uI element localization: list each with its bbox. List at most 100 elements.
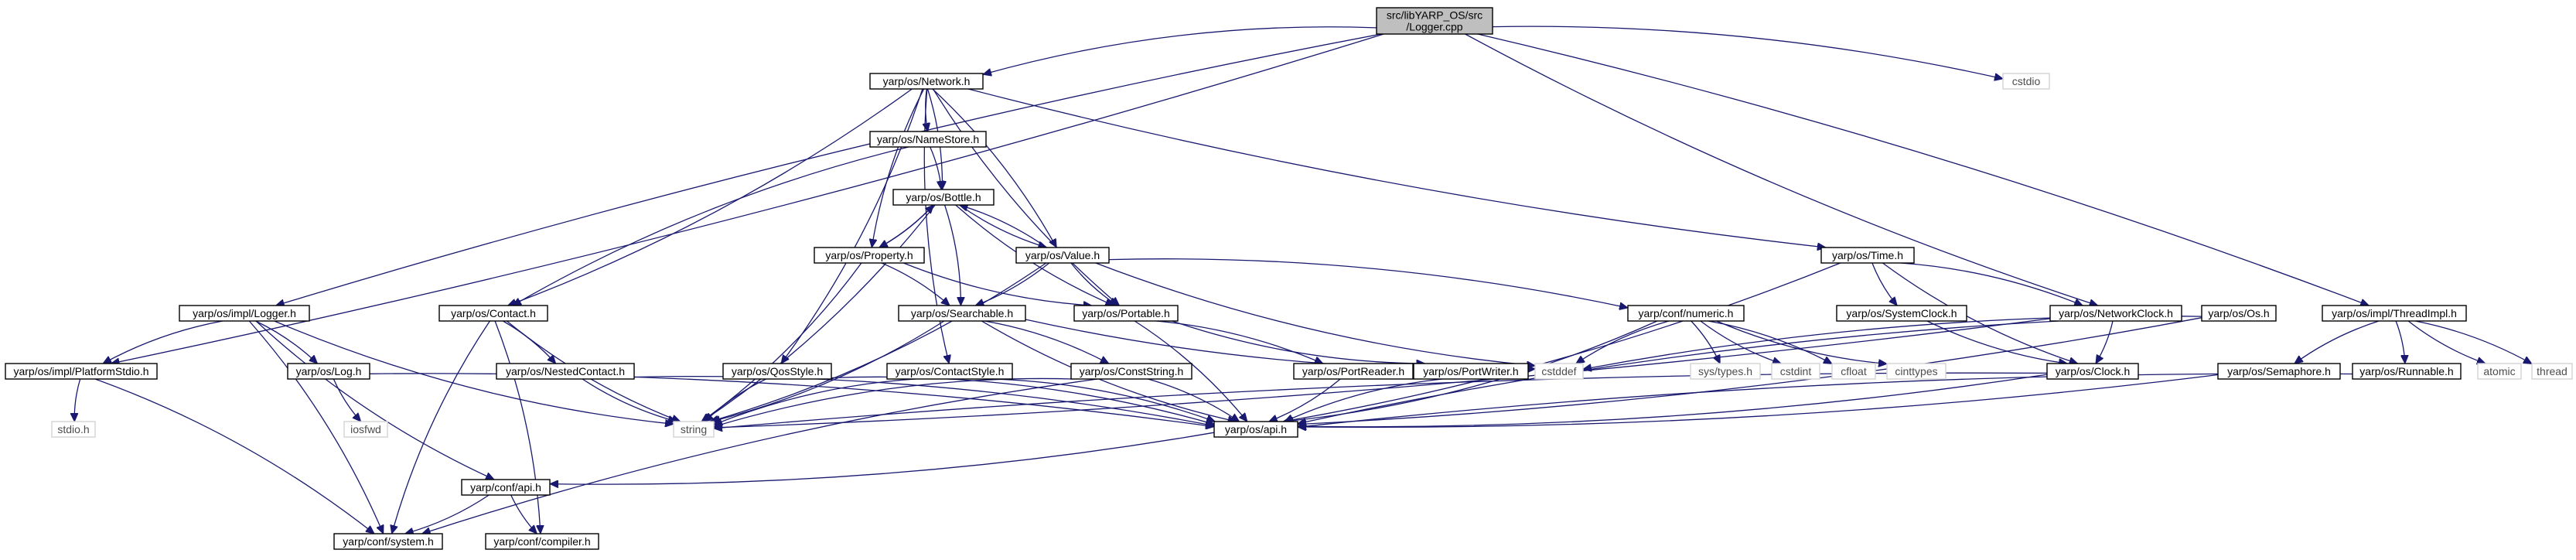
node-bottle[interactable]: yarp/os/Bottle.h	[892, 189, 995, 206]
node-property[interactable]: yarp/os/Property.h	[814, 247, 925, 264]
edge-network-to-qosstyle	[781, 88, 923, 364]
node-box	[1627, 305, 1745, 322]
edge-portable-to-api	[1134, 320, 1247, 422]
node-threadimpl[interactable]: yarp/os/impl/ThreadImpl.h	[2322, 305, 2467, 322]
node-os[interactable]: yarp/os/Os.h	[2201, 305, 2277, 322]
node-label-line: yarp/os/Clock.h	[2056, 365, 2130, 377]
node-label-line: string	[681, 423, 707, 435]
edge-contactstyle-to-api	[990, 378, 1215, 422]
node-portable[interactable]: yarp/os/Portable.h	[1073, 305, 1179, 322]
node-compiler[interactable]: yarp/conf/compiler.h	[485, 533, 599, 550]
node-label: yarp/os/QosStyle.h	[732, 365, 823, 377]
node-systypes: sys/types.h	[1690, 363, 1761, 380]
node-box	[1771, 363, 1820, 380]
edge-root-to-threadimpl	[1477, 33, 2369, 306]
node-searchable[interactable]: yarp/os/Searchable.h	[898, 305, 1026, 322]
node-systemclock[interactable]: yarp/os/SystemClock.h	[1836, 305, 1967, 322]
edge-systemclock-to-clock	[1926, 320, 2067, 364]
node-label-line: yarp/conf/numeric.h	[1639, 307, 1734, 319]
node-box	[898, 305, 1026, 322]
node-box	[2046, 363, 2139, 380]
node-box	[2352, 363, 2462, 380]
edge-networkclock-to-clock	[2096, 320, 2114, 364]
node-qosstyle[interactable]: yarp/os/QosStyle.h	[722, 363, 832, 380]
node-box	[51, 421, 96, 438]
edge-platformstdio-to-system	[94, 378, 374, 534]
node-label: yarp/os/ConstString.h	[1080, 365, 1184, 377]
edge-value-to-cstddef	[1095, 262, 1535, 366]
edge-value-to-searchable	[975, 262, 1050, 306]
node-nestedcontact[interactable]: yarp/os/NestedContact.h	[496, 363, 635, 380]
edge-time-to-networkclock	[1900, 262, 2083, 306]
edge-bottle-to-searchable	[943, 204, 961, 306]
node-label: sys/types.h	[1698, 365, 1752, 377]
node-box	[496, 363, 635, 380]
edge-value-to-bottle	[960, 205, 1047, 248]
node-label: string	[681, 423, 707, 435]
edge-numeric-to-cinttypes	[1716, 320, 1887, 364]
node-box	[179, 305, 310, 322]
node-clock[interactable]: yarp/os/Clock.h	[2046, 363, 2139, 380]
node-label: yarp/os/Network.h	[883, 75, 971, 87]
node-semaphore[interactable]: yarp/os/Semaphore.h	[2217, 363, 2341, 380]
edge-platformstdio-to-stdio	[74, 378, 81, 422]
node-system[interactable]: yarp/conf/system.h	[333, 533, 443, 550]
node-implLogger[interactable]: yarp/os/impl/Logger.h	[179, 305, 310, 322]
node-value[interactable]: yarp/os/Value.h	[1015, 247, 1110, 264]
edge-namestore-to-contact	[513, 146, 909, 306]
node-label: yarp/os/Portable.h	[1082, 307, 1170, 319]
node-label-line: yarp/os/Searchable.h	[911, 307, 1013, 319]
edge-bottle-to-property	[879, 204, 934, 248]
node-contactstyle[interactable]: yarp/os/ContactStyle.h	[886, 363, 1013, 380]
node-label-line: yarp/os/impl/Logger.h	[193, 307, 296, 319]
node-contact[interactable]: yarp/os/Contact.h	[438, 305, 548, 322]
edge-network-to-property	[872, 88, 925, 248]
edge-log-to-iosfwd	[333, 378, 360, 422]
edge-conststring-to-api	[1148, 378, 1240, 422]
node-label-line: yarp/os/Network.h	[883, 75, 971, 87]
node-label: yarp/os/Os.h	[2208, 307, 2269, 319]
node-label-line: cfloat	[1841, 365, 1867, 377]
node-label-line: yarp/os/QosStyle.h	[732, 365, 823, 377]
node-label: yarp/os/Property.h	[825, 249, 913, 261]
node-box	[1070, 363, 1192, 380]
node-numeric[interactable]: yarp/conf/numeric.h	[1627, 305, 1745, 322]
node-cstddef: cstddef	[1534, 363, 1584, 380]
node-portwriter[interactable]: yarp/os/PortWriter.h	[1413, 363, 1529, 380]
node-portreader[interactable]: yarp/os/PortReader.h	[1293, 363, 1414, 380]
node-root[interactable]: src/libYARP_OS/src/Logger.cpp	[1376, 7, 1493, 35]
node-platformstdio[interactable]: yarp/os/impl/PlatformStdio.h	[5, 363, 158, 380]
node-runnable[interactable]: yarp/os/Runnable.h	[2352, 363, 2462, 380]
node-label-line: yarp/os/Contact.h	[451, 307, 536, 319]
node-networkclock[interactable]: yarp/os/NetworkClock.h	[2049, 305, 2182, 322]
node-label-line: yarp/os/Log.h	[296, 365, 362, 377]
edge-bottle-to-value	[959, 204, 1047, 248]
node-box	[1690, 363, 1761, 380]
node-label-line: stdio.h	[57, 423, 89, 435]
node-log[interactable]: yarp/os/Log.h	[287, 363, 370, 380]
edge-value-to-numeric	[1108, 258, 1628, 308]
node-label-line: yarp/conf/system.h	[343, 535, 434, 548]
node-box	[287, 363, 370, 380]
node-box	[869, 73, 984, 90]
edge-bottle-to-string	[702, 204, 936, 422]
node-confapi[interactable]: yarp/conf/api.h	[461, 479, 551, 496]
node-network[interactable]: yarp/os/Network.h	[869, 73, 984, 90]
edge-conststring-to-system	[422, 378, 1098, 534]
node-label: yarp/os/Searchable.h	[911, 307, 1013, 319]
node-stdio: stdio.h	[51, 421, 96, 438]
node-label: yarp/os/PortWriter.h	[1423, 365, 1518, 377]
node-api[interactable]: yarp/os/api.h	[1213, 421, 1298, 438]
node-conststring[interactable]: yarp/os/ConstString.h	[1070, 363, 1192, 380]
edge-time-to-systemclock	[1871, 262, 1897, 306]
edge-threadimpl-to-runnable	[2395, 320, 2405, 364]
node-namestore[interactable]: yarp/os/NameStore.h	[869, 131, 987, 148]
node-box	[5, 363, 158, 380]
edge-networkclock-to-api	[1298, 320, 2059, 424]
node-box	[2322, 305, 2467, 322]
node-label-line: src/libYARP_OS/src	[1387, 9, 1482, 22]
node-box	[1015, 247, 1110, 264]
node-iosfwd: iosfwd	[343, 421, 388, 438]
node-time[interactable]: yarp/os/Time.h	[1820, 247, 1915, 264]
node-label: yarp/os/NestedContact.h	[506, 365, 625, 377]
